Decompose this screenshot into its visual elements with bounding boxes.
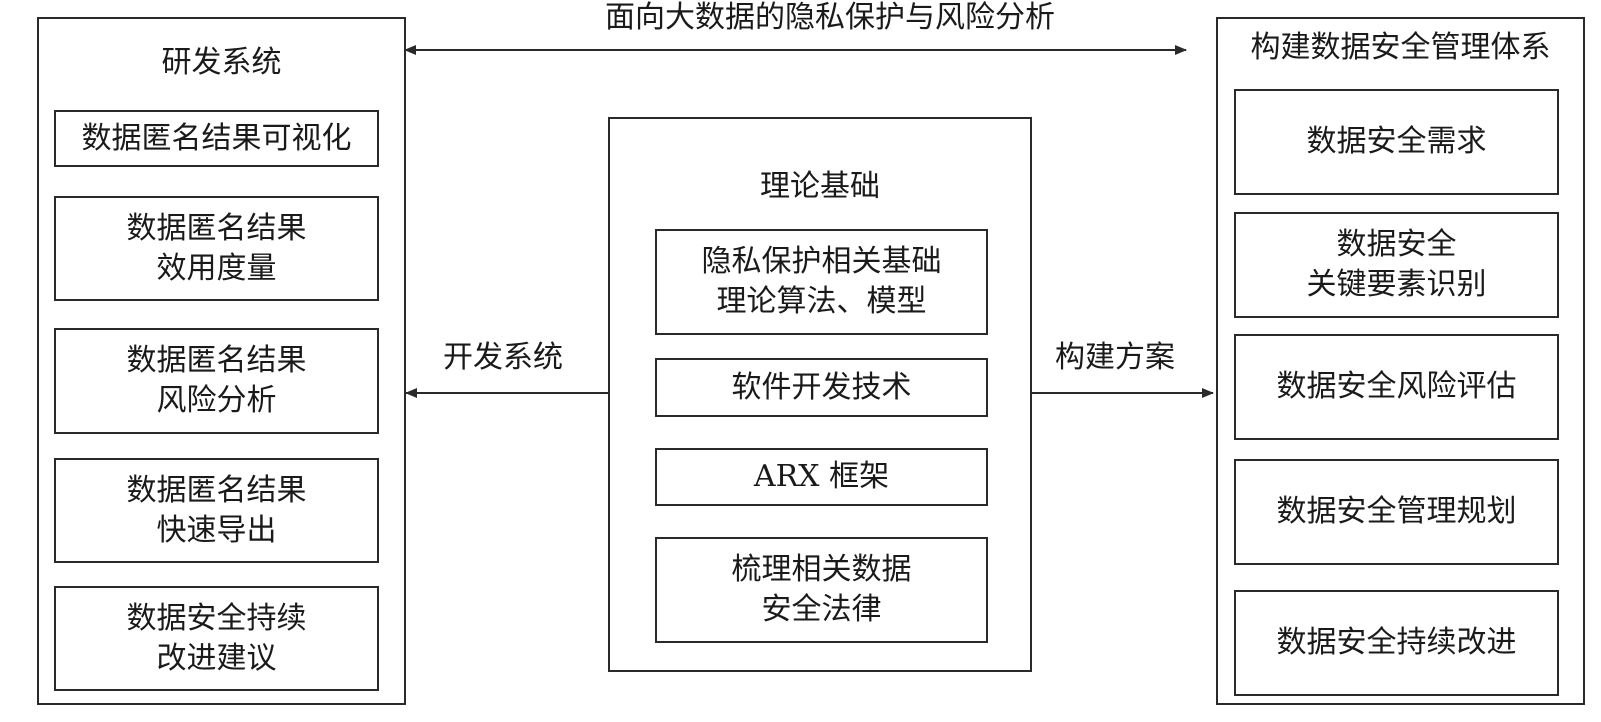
left-item-3: 数据匿名结果 风险分析 <box>54 328 379 434</box>
center-item-1: 隐私保护相关基础 理论算法、模型 <box>655 229 988 335</box>
right-item-5: 数据安全持续改进 <box>1234 590 1559 696</box>
left-item-4: 数据匿名结果 快速导出 <box>54 458 379 563</box>
right-panel-title: 构建数据安全管理体系 <box>1250 30 1551 65</box>
right-item-2: 数据安全 关键要素识别 <box>1234 212 1559 318</box>
right-item-3: 数据安全风险评估 <box>1234 334 1559 440</box>
center-panel-title: 理论基础 <box>760 169 880 204</box>
left-connector-label: 开发系统 <box>443 340 563 376</box>
right-item-4: 数据安全管理规划 <box>1234 459 1559 565</box>
left-panel-title: 研发系统 <box>161 45 282 80</box>
center-item-4: 梳理相关数据 安全法律 <box>655 537 988 643</box>
top-connector-label: 面向大数据的隐私保护与风险分析 <box>605 0 1055 36</box>
right-item-1: 数据安全需求 <box>1234 89 1559 195</box>
left-item-2: 数据匿名结果 效用度量 <box>54 196 379 301</box>
center-item-2: 软件开发技术 <box>655 358 988 417</box>
center-item-3: ARX 框架 <box>655 448 988 506</box>
left-item-1: 数据匿名结果可视化 <box>54 110 379 167</box>
left-item-5: 数据安全持续 改进建议 <box>54 586 379 691</box>
right-connector-label: 构建方案 <box>1055 340 1175 376</box>
